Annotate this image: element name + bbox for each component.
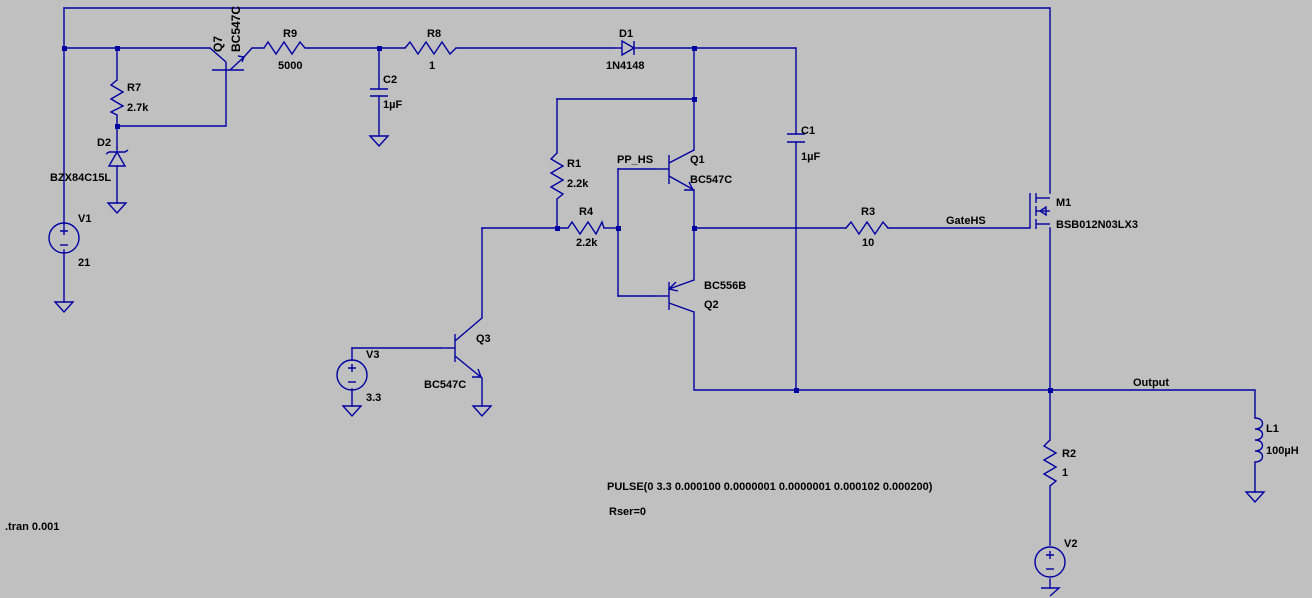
v3-source-symbol[interactable] — [336, 359, 368, 391]
r3-resistor-symbol[interactable] — [845, 220, 889, 236]
q2-model-label: BC556B — [704, 280, 746, 292]
r1-value-label: 2.2k — [567, 178, 589, 190]
q7-model-label: BC547C — [229, 6, 243, 52]
q3-transistor-symbol[interactable] — [440, 317, 483, 379]
rser-directive[interactable]: Rser=0 — [609, 506, 646, 518]
l1-value-label: 100µH — [1266, 445, 1299, 457]
r9-ref-label: R9 — [283, 28, 297, 40]
m1-mosfet-symbol[interactable] — [1029, 193, 1050, 229]
pulse-directive[interactable]: PULSE(0 3.3 0.000100 0.0000001 0.0000001… — [607, 481, 933, 493]
r2-resistor-symbol[interactable] — [1042, 439, 1058, 487]
q3-ref-label: Q3 — [476, 333, 491, 345]
r3-ref-label: R3 — [861, 206, 875, 218]
c2-value-label: 1µF — [383, 99, 402, 111]
q7-transistor-symbol[interactable] — [209, 47, 245, 78]
net-label-gatehs: GateHS — [946, 215, 986, 227]
r3-value-label: 10 — [862, 237, 874, 249]
r4-ref-label: R4 — [579, 206, 594, 218]
c2-capacitor-symbol[interactable] — [370, 88, 388, 97]
r4-resistor-symbol[interactable] — [567, 220, 605, 236]
q7-ref-label: Q7 — [211, 36, 225, 52]
d2-model-label: BZX84C15L — [50, 172, 111, 184]
r7-resistor-symbol[interactable] — [109, 79, 125, 116]
d1-model-label: 1N4148 — [606, 60, 645, 72]
r4-value-label: 2.2k — [576, 237, 598, 249]
d2-ref-label: D2 — [97, 137, 111, 149]
net-label-pp-hs: PP_HS — [617, 154, 653, 166]
d1-diode-symbol[interactable] — [612, 39, 640, 57]
r8-ref-label: R8 — [427, 28, 441, 40]
v2-source-symbol[interactable] — [1034, 546, 1066, 578]
q1-model-label: BC547C — [690, 174, 732, 186]
q1-ref-label: Q1 — [690, 154, 705, 166]
r1-ref-label: R1 — [567, 158, 581, 170]
v2-ref-label: V2 — [1064, 538, 1077, 550]
ground-symbols — [53, 135, 1266, 597]
r7-ref-label: R7 — [127, 82, 141, 94]
c2-ref-label: C2 — [383, 74, 397, 86]
v1-value-label: 21 — [78, 257, 90, 269]
c1-capacitor-symbol[interactable] — [787, 133, 805, 143]
d1-ref-label: D1 — [619, 28, 633, 40]
c1-value-label: 1µF — [801, 151, 820, 163]
v3-value-label: 3.3 — [366, 392, 381, 404]
tran-directive[interactable]: .tran 0.001 — [5, 521, 59, 533]
r1-resistor-symbol[interactable] — [549, 152, 565, 200]
r7-value-label: 2.7k — [127, 102, 149, 114]
q3-model-label: BC547C — [424, 379, 466, 391]
v1-ref-label: V1 — [78, 213, 91, 225]
r2-ref-label: R2 — [1062, 448, 1076, 460]
junctions — [62, 46, 1053, 393]
r8-resistor-symbol[interactable] — [404, 40, 457, 56]
r9-value-label: 5000 — [278, 60, 302, 72]
l1-ref-label: L1 — [1266, 423, 1279, 435]
q2-transistor-symbol[interactable] — [654, 279, 695, 313]
wires — [63, 7, 1256, 589]
q1-transistor-symbol[interactable] — [654, 149, 695, 191]
r2-value-label: 1 — [1062, 467, 1068, 479]
m1-ref-label: M1 — [1056, 197, 1071, 209]
v1-source-symbol[interactable] — [48, 222, 80, 254]
m1-model-label: BSB012N03LX3 — [1056, 219, 1138, 231]
v3-ref-label: V3 — [366, 349, 379, 361]
d2-zener-symbol[interactable] — [105, 147, 129, 167]
net-label-output: Output — [1133, 377, 1169, 389]
c1-ref-label: C1 — [801, 125, 815, 137]
r9-resistor-symbol[interactable] — [263, 40, 309, 56]
l1-inductor-symbol[interactable] — [1254, 417, 1264, 463]
q2-ref-label: Q2 — [704, 299, 719, 311]
r8-value-label: 1 — [429, 60, 435, 72]
